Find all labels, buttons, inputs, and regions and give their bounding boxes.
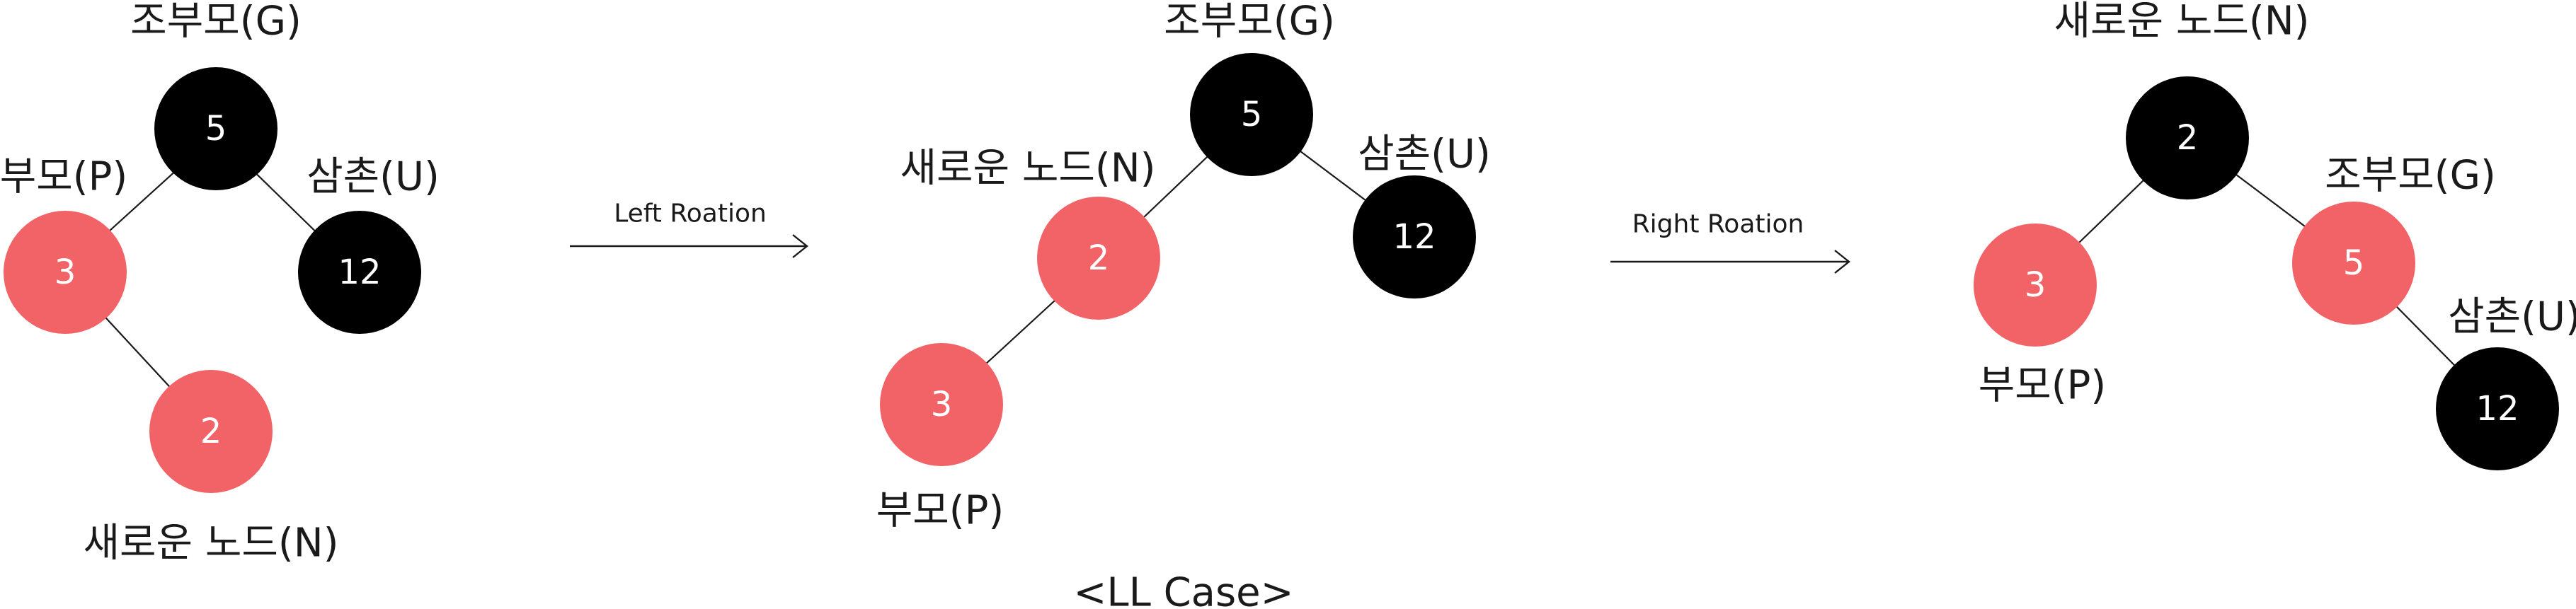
label-parent: 부모(P) [0, 154, 127, 200]
node-new [2126, 76, 2249, 199]
label-uncle: 삼촌(U) [307, 154, 440, 200]
label-parent: 부모(P) [1979, 363, 2107, 409]
node-parent [880, 343, 1003, 466]
label-grandparent: 조부모(G) [2325, 153, 2496, 199]
node-new [149, 370, 273, 493]
node-new [1037, 197, 1160, 320]
node-uncle-value: 12 [338, 253, 381, 292]
label-new-node: 새로운 노드(N) [2054, 0, 2310, 45]
label-uncle: 삼촌(U) [1358, 132, 1491, 178]
node-uncle [1353, 175, 1476, 298]
arrow-left-rotation: Left Roation [570, 199, 808, 258]
right-arrow-icon [570, 234, 808, 258]
node-uncle [2436, 347, 2559, 470]
node-grandparent [2292, 202, 2415, 325]
node-parent [1974, 224, 2097, 347]
node-uncle-value: 12 [2475, 389, 2519, 429]
node-new-value: 2 [1088, 238, 1110, 278]
label-grandparent: 조부모(G) [1164, 0, 1335, 45]
node-new-value: 2 [2177, 118, 2199, 158]
node-parent-value: 3 [931, 385, 953, 424]
stage-1-initial-tree: 5 3 12 2 조부모(G) 부모(P) 삼촌(U) 새로운 노드(N) [0, 0, 440, 567]
arrow-left-rotation-label: Left Roation [614, 199, 767, 228]
label-uncle: 삼촌(U) [2448, 294, 2576, 340]
arrow-right-rotation-label: Right Roation [1632, 210, 1804, 239]
node-grandparent-value: 5 [205, 109, 227, 149]
node-uncle [298, 211, 421, 334]
node-parent-value: 3 [2025, 265, 2047, 305]
node-grandparent [1190, 53, 1313, 176]
node-grandparent [154, 67, 277, 190]
label-new-node: 새로운 노드(N) [900, 146, 1156, 192]
node-uncle-value: 12 [1392, 217, 1436, 257]
node-new-value: 2 [200, 412, 222, 451]
right-arrow-icon [1610, 250, 1850, 274]
label-grandparent: 조부모(G) [130, 0, 302, 45]
diagram-caption: <LL Case> [1073, 570, 1293, 609]
label-new-node: 새로운 노드(N) [84, 521, 339, 567]
stage-2-after-left-rotation: 5 2 12 3 조부모(G) 새로운 노드(N) 삼촌(U) 부모(P) [876, 0, 1491, 534]
stage-3-after-right-rotation: 2 3 5 12 새로운 노드(N) 조부모(G) 삼촌(U) 부모(P) [1974, 0, 2576, 470]
node-parent-value: 3 [55, 253, 76, 292]
node-grandparent-value: 5 [2343, 243, 2365, 283]
node-parent [4, 211, 127, 334]
label-parent: 부모(P) [876, 488, 1004, 534]
arrow-right-rotation: Right Roation [1610, 210, 1850, 274]
node-grandparent-value: 5 [1241, 95, 1263, 134]
